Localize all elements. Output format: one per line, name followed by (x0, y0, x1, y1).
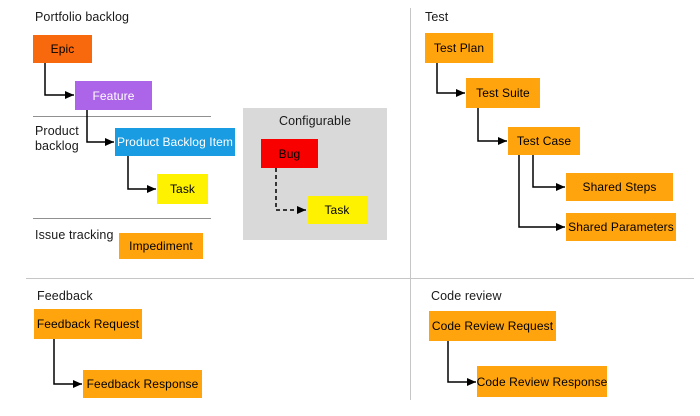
shared-parameters-box: Shared Parameters (566, 213, 676, 241)
feedback-response-box: Feedback Response (83, 370, 202, 398)
feature-box: Feature (75, 81, 152, 110)
impediment-box: Impediment (119, 233, 203, 259)
test-plan-box: Test Plan (425, 33, 493, 63)
heading-portfolio-backlog: Portfolio backlog (35, 10, 130, 24)
heading-code-review: Code review (431, 289, 502, 303)
connector-epic-feature (44, 63, 74, 99)
epic-box: Epic (33, 35, 92, 63)
product-backlog-item-box: Product Backlog Item (115, 128, 235, 156)
test-case-box: Test Case (508, 127, 580, 155)
heading-product-backlog: Product backlog (35, 124, 79, 153)
shared-steps-box: Shared Steps (566, 173, 673, 201)
connector-feature-product-backlog-item (86, 110, 114, 146)
code-review-request-box: Code Review Request (429, 311, 556, 341)
connector-bug-task (275, 168, 306, 214)
bug-box: Bug (261, 139, 318, 168)
connector-feedback-request-response (53, 339, 82, 388)
connector-test-plan-test-suite (436, 63, 465, 97)
feedback-request-box: Feedback Request (34, 309, 142, 339)
test-suite-box: Test Suite (466, 78, 540, 108)
heading-issue-tracking: Issue tracking (35, 228, 114, 242)
heading-test: Test (425, 10, 449, 24)
task-box: Task (157, 174, 208, 204)
connector-test-case-shared-parameters (518, 155, 565, 231)
connector-product-backlog-item-task (127, 156, 156, 193)
configurable-task-box: Task (307, 196, 367, 224)
connector-code-review-request-response (447, 341, 476, 386)
connector-test-case-shared-steps (532, 155, 565, 191)
connector-test-suite-test-case (477, 108, 507, 145)
heading-feedback: Feedback (37, 289, 93, 303)
heading-configurable: Configurable (278, 114, 352, 128)
code-review-response-box: Code Review Response (477, 366, 607, 397)
